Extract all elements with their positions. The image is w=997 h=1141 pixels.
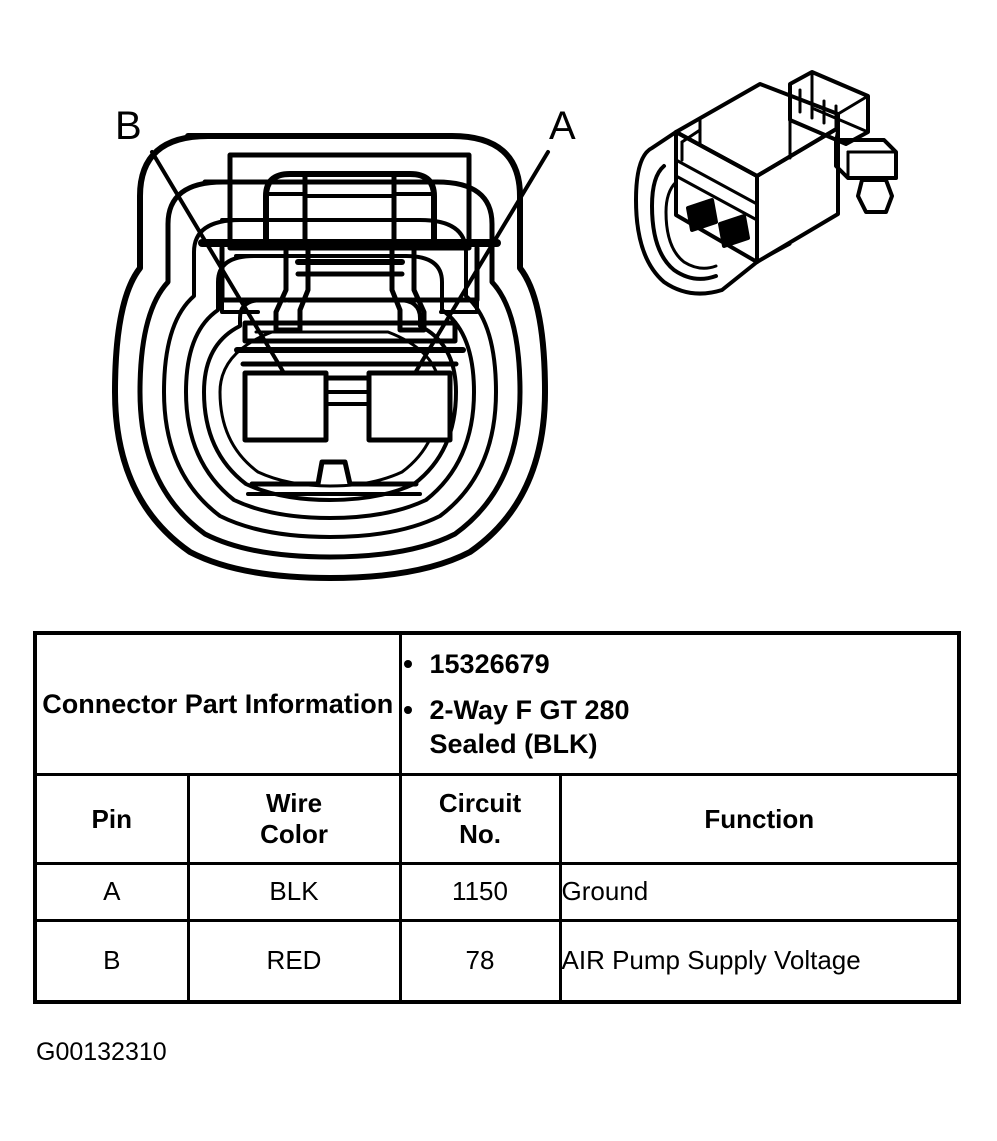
cell-function: Ground: [558, 862, 961, 922]
part-info-values-cell: 15326679 2-Way F GT 280 Sealed (BLK): [398, 631, 961, 776]
table-row: A BLK 1150 Ground: [33, 862, 961, 922]
header-circuit-no-line2: No.: [459, 819, 501, 849]
cell-wire-color: BLK: [186, 862, 402, 922]
part-info-label-line2: Information: [244, 688, 394, 719]
part-info-bullet-item: 2-Way F GT 280 Sealed (BLK): [403, 693, 958, 761]
connector-illustration-svg: [112, 70, 898, 581]
cell-circuit-no: 1150: [398, 862, 562, 922]
header-circuit-no: Circuit No.: [398, 773, 562, 865]
header-function-label: Function: [704, 803, 815, 834]
connector-information-table: Connector Part Information 15326679 2-Wa…: [33, 631, 962, 1004]
cell-function-line1: Ground: [561, 876, 649, 907]
connector-illustration: B A: [112, 70, 898, 581]
connector-face-view: [112, 133, 548, 581]
callout-label-a: A: [549, 104, 576, 148]
bullet-dot-icon: [403, 660, 412, 669]
cell-pin: B: [33, 919, 190, 1004]
header-function: Function: [558, 773, 961, 865]
cell-function-line1: AIR Pump Supply: [561, 945, 767, 976]
part-description-line1: 2-Way F GT 280: [429, 694, 630, 725]
cell-wire-color: RED: [186, 919, 402, 1004]
part-info-bullet-item: 15326679: [403, 647, 958, 681]
part-info-label-line1: Connector Part: [42, 688, 238, 719]
part-info-bullet-list: 15326679 2-Way F GT 280 Sealed (BLK): [402, 647, 958, 761]
header-wire-color-line1: Wire: [265, 788, 323, 819]
header-circuit-no-line1: Circuit: [438, 788, 522, 819]
terminal-cavity-a: [366, 370, 453, 443]
part-description-line2: Sealed (BLK): [429, 729, 598, 759]
part-number-text: 15326679: [429, 648, 550, 679]
part-info-label-cell: Connector Part Information: [33, 631, 402, 776]
cell-function: AIR Pump Supply Voltage: [558, 919, 961, 1004]
header-pin-label: Pin: [91, 803, 132, 834]
bullet-dot-icon: [403, 706, 412, 715]
callout-leader-lines: [150, 150, 550, 375]
connector-isometric-view: [634, 70, 898, 296]
header-pin: Pin: [33, 773, 190, 865]
figure-caption: G00132310: [36, 1038, 167, 1066]
header-wire-color-line2: Color: [260, 819, 328, 849]
keying-tab: [315, 459, 353, 487]
leader-line-b: [150, 150, 286, 375]
cell-circuit-no: 78: [398, 919, 562, 1004]
table-header-row: Pin Wire Color Circuit No. Function: [33, 773, 961, 865]
leader-line-a: [413, 150, 550, 375]
part-info-row: Connector Part Information 15326679 2-Wa…: [33, 631, 961, 776]
terminal-cavity-b: [242, 370, 329, 443]
cell-function-line2: Voltage: [773, 945, 861, 976]
header-wire-color: Wire Color: [186, 773, 402, 865]
table-row: B RED 78 AIR Pump Supply Voltage: [33, 919, 961, 1004]
callout-label-b: B: [115, 104, 142, 148]
cell-pin: A: [33, 862, 190, 922]
